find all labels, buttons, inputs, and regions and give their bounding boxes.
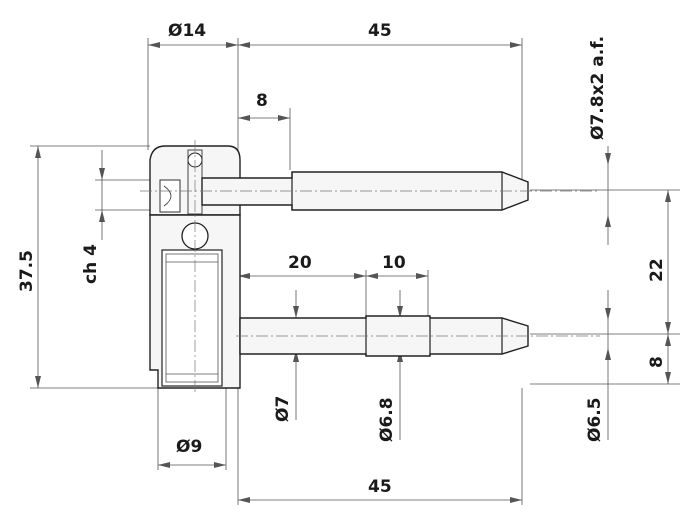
dim-diameter-7: Ø7 <box>273 396 293 422</box>
dimension-labels: Ø14 45 8 Ø7.8x2 a.f. 37.5 ch 4 20 10 22 … <box>17 21 667 497</box>
dim-length-20: 20 <box>288 253 312 273</box>
dim-length-45-bottom: 45 <box>368 477 392 497</box>
dim-length-8-top: 8 <box>256 91 268 111</box>
dim-length-10: 10 <box>382 253 406 273</box>
dim-height-37-5: 37.5 <box>17 250 37 292</box>
dim-diameter-14: Ø14 <box>168 21 206 41</box>
center-lines <box>140 140 600 395</box>
dim-diameter-9: Ø9 <box>176 437 202 457</box>
dimension-lines <box>37 44 669 501</box>
arrowheads <box>35 42 671 503</box>
dim-ch-4: ch 4 <box>81 244 101 284</box>
dim-length-45-top: 45 <box>368 21 392 41</box>
dim-diameter-6-8: Ø6.8 <box>377 397 397 442</box>
dim-vertical-8: 8 <box>647 356 667 368</box>
dim-diameter-6-5: Ø6.5 <box>585 397 605 442</box>
extension-lines <box>30 38 680 505</box>
dim-across-flats: Ø7.8x2 a.f. <box>588 36 608 140</box>
dim-vertical-22: 22 <box>647 258 667 282</box>
